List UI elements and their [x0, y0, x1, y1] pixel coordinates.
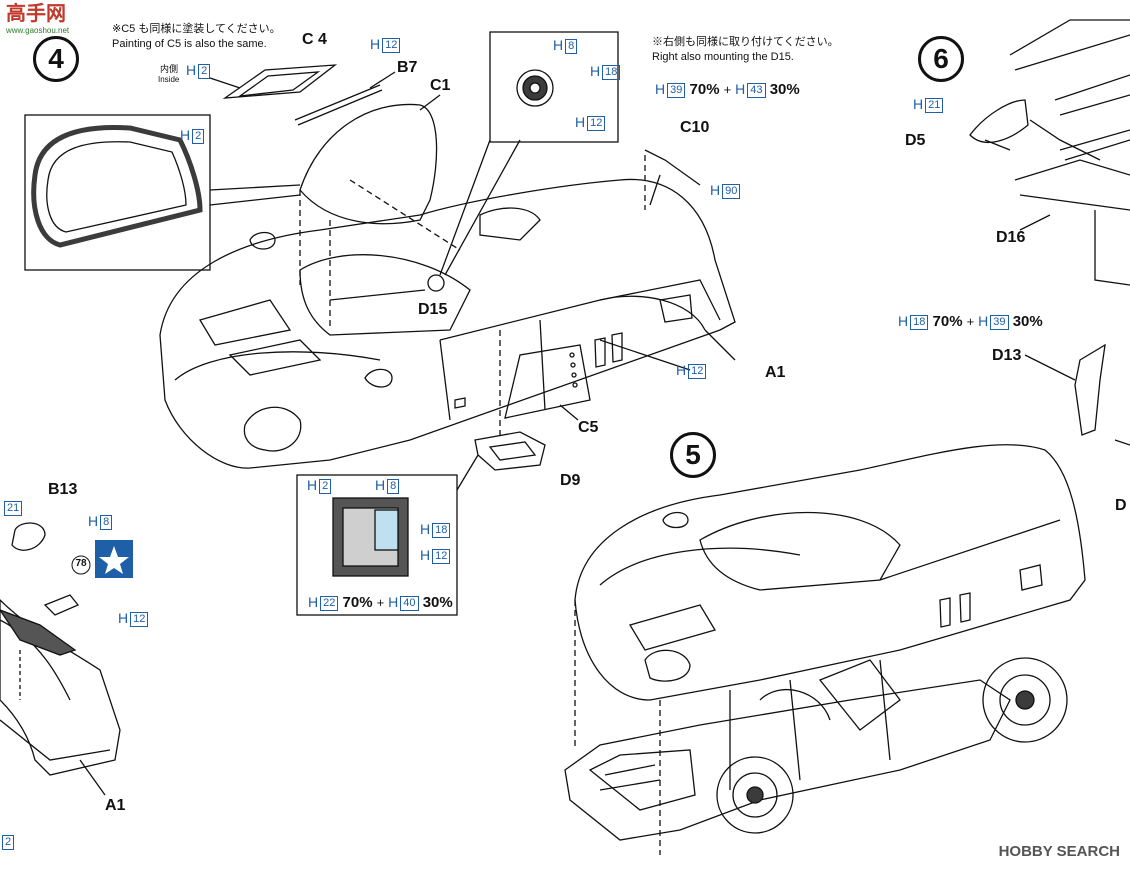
sticker-78: 78	[75, 558, 87, 569]
label-d13: D13	[992, 347, 1022, 364]
label-a1-left: A1	[105, 797, 126, 814]
label-b7: B7	[397, 59, 418, 76]
note-c5-jp: ※C5 も同様に塗装してください。	[112, 23, 281, 35]
note-inside-jp: 内側	[160, 64, 179, 74]
note-right-jp: ※右側も同様に取り付けてください。	[652, 36, 839, 48]
note-c5-en: Painting of C5 is also the same.	[112, 38, 267, 50]
note-inside-en: Inside	[158, 75, 180, 84]
hobby-search-brand: HOBBY SEARCH	[998, 843, 1120, 860]
paint-edge-2: 2	[0, 834, 15, 850]
step-6-badge: 6	[918, 36, 964, 82]
label-d16: D16	[996, 229, 1026, 246]
label-c1: C1	[430, 77, 451, 94]
paint-edge-21: 21	[2, 500, 23, 516]
label-c10: C10	[680, 119, 710, 136]
label-d-edge: D	[1115, 497, 1127, 514]
label-d9: D9	[560, 472, 581, 489]
label-d5: D5	[905, 132, 926, 149]
note-right-en: Right also mounting the D15.	[652, 51, 794, 63]
watermark-logo: 高手网	[6, 3, 66, 25]
label-c5: C5	[578, 419, 599, 436]
step-5-badge: 5	[670, 432, 716, 478]
label-a1: A1	[765, 364, 786, 381]
watermark-url: www.gaoshou.net	[6, 26, 70, 35]
step-4-badge: 4	[33, 36, 79, 82]
label-d15: D15	[418, 301, 448, 318]
label-c4: C 4	[302, 31, 327, 48]
label-b13: B13	[48, 481, 78, 498]
